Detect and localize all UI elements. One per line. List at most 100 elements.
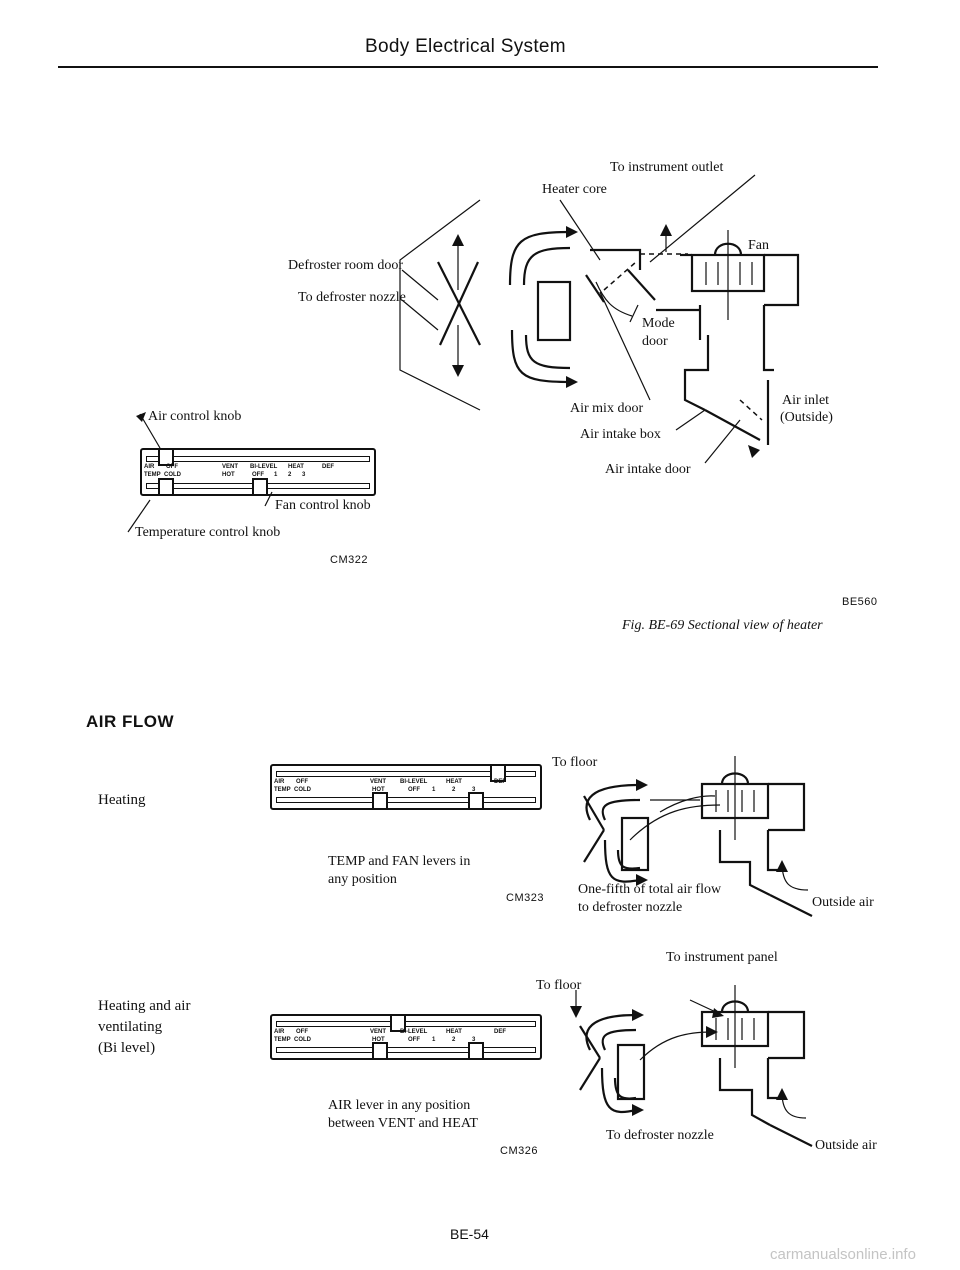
panel-def-label: DEF — [494, 1029, 506, 1035]
fan-lever[interactable] — [468, 1042, 484, 1060]
temperature-lever[interactable] — [158, 478, 174, 496]
heating-note-line2: any position — [328, 872, 397, 887]
panel-hot-label: HOT — [372, 787, 385, 793]
bilevel-title-line2: ventilating — [98, 1019, 163, 1035]
panel-air-label: AIR — [274, 1029, 285, 1035]
panel-air-slot — [146, 456, 370, 462]
heating-defrost-note-line1: One-fifth of total air flow — [578, 882, 722, 897]
panel-heat-label: HEAT — [446, 1029, 462, 1035]
panel-speed-1: 1 — [432, 1037, 436, 1043]
figure-code-cm322: CM322 — [330, 554, 368, 566]
heating-title: Heating — [98, 792, 146, 808]
panel-vent-label: VENT — [222, 464, 239, 470]
label-air-inlet-outside: (Outside) — [780, 410, 833, 425]
heating-to-floor: To floor — [552, 755, 598, 770]
label-defroster-room-door: Defroster room door — [288, 258, 404, 273]
section-title-air-flow: AIR FLOW — [86, 712, 175, 731]
bilevel-outside-air: Outside air — [815, 1138, 877, 1153]
fan-lever[interactable] — [468, 792, 484, 810]
panel-speed-2: 2 — [452, 1037, 456, 1043]
panel-bilevel-label: BI-LEVEL — [400, 779, 428, 785]
label-air-inlet: Air inlet — [782, 393, 830, 408]
bilevel-to-defroster-nozzle: To defroster nozzle — [606, 1128, 714, 1143]
heating-note-line1: TEMP and FAN levers in — [328, 854, 471, 869]
panel-off-label: OFF — [166, 464, 178, 470]
panel-temp-slot — [276, 1047, 536, 1053]
label-fan: Fan — [748, 238, 769, 253]
watermark-text: carmanualsonline.info — [770, 1246, 916, 1263]
page-header-title: Body Electrical System — [365, 36, 566, 57]
panel-speed-3: 3 — [472, 787, 476, 793]
panel-cold-label: COLD — [164, 472, 181, 478]
panel-bilevel-label: BI-LEVEL — [400, 1029, 428, 1035]
panel-air-label: AIR — [274, 779, 285, 785]
bilevel-to-instrument-panel: To instrument panel — [666, 950, 778, 965]
header-rule — [58, 66, 878, 68]
figure-code-be560: BE560 — [842, 596, 878, 608]
air-lever[interactable] — [390, 1014, 406, 1032]
label-air-control-knob: Air control knob — [148, 409, 242, 424]
bilevel-note-line1: AIR lever in any position — [328, 1098, 471, 1113]
air-lever[interactable] — [158, 448, 174, 466]
panel-vent-label: VENT — [370, 779, 387, 785]
bilevel-note-line2: between VENT and HEAT — [328, 1116, 478, 1131]
label-mode-door-2: door — [642, 334, 668, 349]
panel-speed-2: 2 — [452, 787, 456, 793]
panel-fan-off-label: OFF — [408, 787, 420, 793]
temperature-lever[interactable] — [372, 792, 388, 810]
panel-speed-1: 1 — [432, 787, 436, 793]
control-panel-cm322: AIR OFF VENT BI-LEVEL HEAT DEF TEMP COLD… — [140, 448, 376, 496]
label-air-intake-door: Air intake door — [605, 462, 691, 477]
panel-off-label: OFF — [296, 1029, 308, 1035]
figure-caption: Fig. BE-69 Sectional view of heater — [622, 618, 823, 633]
label-mode-door-1: Mode — [642, 316, 675, 331]
panel-speed-3: 3 — [302, 472, 306, 478]
label-to-defroster-nozzle: To defroster nozzle — [298, 290, 406, 305]
panel-fan-off-label: OFF — [252, 472, 264, 478]
label-temperature-control-knob: Temperature control knob — [135, 525, 281, 540]
panel-off-label: OFF — [296, 779, 308, 785]
panel-heat-label: HEAT — [446, 779, 462, 785]
page-number: BE-54 — [450, 1226, 489, 1242]
bilevel-to-floor: To floor — [536, 978, 582, 993]
control-panel-cm323: AIR OFF VENT BI-LEVEL HEAT DEF TEMP COLD… — [270, 764, 542, 810]
panel-air-slot — [276, 771, 536, 777]
heating-defrost-note-line2: to defroster nozzle — [578, 900, 683, 915]
panel-temp-slot — [276, 797, 536, 803]
bilevel-title-line1: Heating and air — [98, 998, 191, 1014]
panel-def-label: DEF — [322, 464, 334, 470]
figure-code-cm323: CM323 — [506, 892, 544, 904]
label-fan-control-knob: Fan control knob — [275, 498, 371, 513]
label-heater-core: Heater core — [542, 182, 607, 197]
panel-cold-label: COLD — [294, 787, 311, 793]
panel-hot-label: HOT — [222, 472, 235, 478]
panel-air-slot — [276, 1021, 536, 1027]
panel-cold-label: COLD — [294, 1037, 311, 1043]
panel-speed-3: 3 — [472, 1037, 476, 1043]
air-lever[interactable] — [490, 764, 506, 782]
panel-heat-label: HEAT — [288, 464, 304, 470]
figure-code-cm326: CM326 — [500, 1145, 538, 1157]
panel-speed-1: 1 — [274, 472, 278, 478]
panel-temp-label: TEMP — [144, 472, 161, 478]
panel-hot-label: HOT — [372, 1037, 385, 1043]
label-to-instrument-outlet: To instrument outlet — [610, 160, 724, 175]
heating-outside-air: Outside air — [812, 895, 874, 910]
panel-temp-label: TEMP — [274, 787, 291, 793]
temperature-lever[interactable] — [372, 1042, 388, 1060]
control-panel-cm326: AIR OFF VENT BI-LEVEL HEAT DEF TEMP COLD… — [270, 1014, 542, 1060]
panel-def-label: DEF — [494, 779, 506, 785]
panel-vent-label: VENT — [370, 1029, 387, 1035]
panel-air-label: AIR — [144, 464, 155, 470]
bilevel-title-line3: (Bi level) — [98, 1040, 156, 1056]
panel-speed-2: 2 — [288, 472, 292, 478]
panel-fan-off-label: OFF — [408, 1037, 420, 1043]
panel-bilevel-label: BI-LEVEL — [250, 464, 278, 470]
fan-lever[interactable] — [252, 478, 268, 496]
label-air-intake-box: Air intake box — [580, 427, 661, 442]
panel-temp-label: TEMP — [274, 1037, 291, 1043]
